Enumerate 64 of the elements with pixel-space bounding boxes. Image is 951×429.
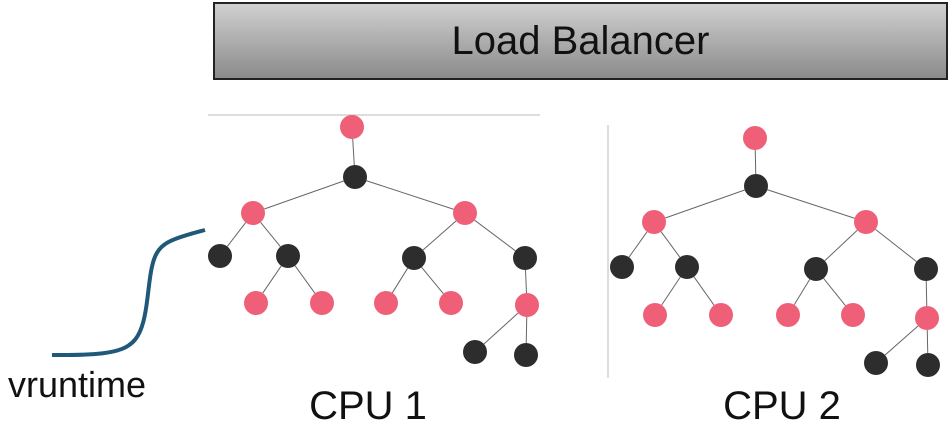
tree-node-circle: [675, 255, 699, 279]
tree-node-circle: [340, 115, 364, 139]
tree-node-circle: [916, 353, 940, 377]
load-balancer-bar: [213, 2, 948, 80]
tree-node-circle: [276, 244, 300, 268]
tree-edge: [262, 265, 282, 294]
tree-node-circle: [610, 255, 634, 279]
tree-node-circle: [244, 291, 268, 315]
tree-node-circle: [463, 340, 487, 364]
tree-edge: [483, 312, 519, 344]
tree-node-circle: [453, 201, 477, 225]
tree-edge: [766, 189, 856, 219]
tree-node-circle: [515, 293, 539, 317]
tree-node-circle: [343, 165, 367, 189]
tree-edge: [824, 230, 858, 262]
tree-edge: [474, 220, 516, 252]
tree-edge: [226, 222, 246, 247]
tree-edge: [664, 190, 746, 218]
tree-edge: [366, 180, 454, 210]
tree-node-circle: [402, 246, 426, 270]
tree-node-circle: [709, 303, 733, 327]
tree-node-circle: [643, 303, 667, 327]
tree-edge: [823, 278, 846, 306]
tree-edge: [884, 325, 918, 356]
tree-node-circle: [513, 246, 537, 270]
tree-node-circle: [776, 303, 800, 327]
cpu-label: CPU 1: [309, 384, 427, 429]
cpu-label: CPU 2: [723, 384, 841, 429]
tree-node-circle: [514, 343, 538, 367]
tree-edge: [526, 316, 528, 344]
tree-node-circle: [642, 210, 666, 234]
tree-edge: [352, 138, 355, 166]
tree-edge: [926, 280, 928, 306]
tree-node-circle: [208, 244, 232, 268]
tree-edge: [422, 220, 456, 251]
tree-node-circle: [439, 291, 463, 315]
tree-node-circle: [841, 303, 865, 327]
leader-label: vruntime: [8, 364, 146, 405]
tree-node-circle: [864, 351, 888, 375]
tree-node-circle: [744, 174, 768, 198]
tree-node-circle: [854, 210, 878, 234]
tree-node-circle: [310, 291, 334, 315]
tree-edge: [392, 268, 408, 294]
tree-edge: [260, 222, 281, 248]
tree-node-circle: [374, 291, 398, 315]
tree-edge: [264, 180, 344, 210]
tree-edge: [926, 330, 928, 354]
tree-node-circle: [914, 257, 938, 281]
tree-node-circle: [241, 201, 265, 225]
tree-edge: [628, 231, 648, 258]
tree-edge: [294, 265, 316, 294]
tree-edge: [421, 266, 444, 294]
bar-title: Load Balancer: [452, 18, 710, 64]
tree-node-circle: [804, 257, 828, 281]
tree-edge: [794, 278, 810, 306]
tree-edge: [661, 276, 681, 306]
tree-edge: [660, 231, 680, 258]
tree-edge: [754, 150, 756, 174]
tree-edge: [693, 276, 715, 306]
tree-edge: [525, 270, 527, 294]
tree-node-circle: [743, 126, 767, 150]
tree-edge: [874, 228, 918, 262]
leader-line: [52, 228, 206, 357]
tree-node-circle: [915, 306, 939, 330]
